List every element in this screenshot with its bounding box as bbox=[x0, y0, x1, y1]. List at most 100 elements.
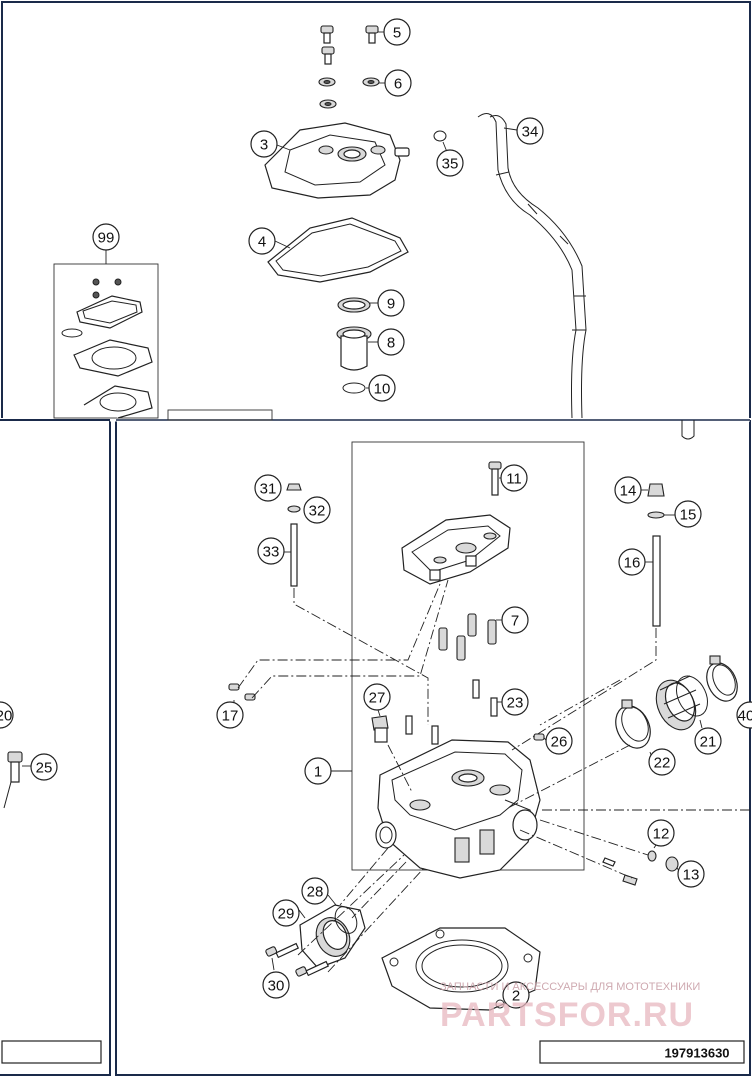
bolts-30 bbox=[265, 942, 330, 977]
callout-5: 5 bbox=[383, 18, 411, 46]
svg-text:30: 30 bbox=[268, 978, 285, 995]
hose-clamp-22 bbox=[615, 699, 653, 759]
studs-23 bbox=[405, 679, 502, 745]
callout-3: 3 bbox=[250, 130, 278, 158]
callout-10: 10 bbox=[368, 374, 396, 402]
callout-13: 13 bbox=[677, 860, 705, 888]
left-title-block bbox=[1, 1040, 102, 1064]
svg-text:ЗАПЧАСТИ И АКСЕССУАРЫ ДЛЯ МОТО: ЗАПЧАСТИ И АКСЕССУАРЫ ДЛЯ МОТОТЕХНИКИ bbox=[440, 981, 700, 993]
svg-text:PARTSFOR.RU: PARTSFOR.RU bbox=[440, 996, 694, 1034]
intake-boot-21 bbox=[655, 675, 708, 731]
callout-40: 40 bbox=[736, 701, 752, 729]
callout-9: 9 bbox=[377, 289, 405, 317]
callout-99: 99 bbox=[92, 223, 120, 251]
callout-33: 33 bbox=[257, 537, 285, 565]
document-number: 197913630 bbox=[664, 1046, 729, 1061]
watermark: ЗАПЧАСТИ И АКСЕССУАРЫ ДЛЯ МОТОТЕХНИКИ PA… bbox=[440, 981, 700, 1034]
nut-14 bbox=[641, 483, 665, 497]
svg-text:26: 26 bbox=[551, 734, 568, 751]
svg-text:35: 35 bbox=[442, 156, 459, 173]
svg-text:25: 25 bbox=[36, 760, 53, 777]
callout-35: 35 bbox=[436, 149, 464, 177]
callout-7: 7 bbox=[501, 606, 529, 634]
svg-text:10: 10 bbox=[374, 381, 391, 398]
bolt-5-group bbox=[320, 25, 384, 65]
svg-text:16: 16 bbox=[624, 555, 641, 572]
callout-21: 21 bbox=[694, 727, 722, 755]
callout-26: 26 bbox=[545, 727, 573, 755]
svg-text:31: 31 bbox=[260, 481, 277, 498]
seal-ring-9 bbox=[337, 297, 378, 313]
svg-text:32: 32 bbox=[309, 503, 326, 520]
bolt-11 bbox=[488, 461, 502, 496]
callout-32: 32 bbox=[303, 496, 331, 524]
svg-text:17: 17 bbox=[222, 708, 239, 725]
callout-17: 17 bbox=[216, 701, 244, 729]
stud-16 bbox=[645, 535, 661, 627]
stud-33 bbox=[284, 523, 298, 587]
svg-text:40: 40 bbox=[738, 708, 752, 725]
callout-31: 31 bbox=[254, 474, 282, 502]
valve-cover-3 bbox=[264, 122, 410, 199]
svg-text:15: 15 bbox=[680, 507, 697, 524]
intake-flange-28 bbox=[299, 894, 366, 969]
breather-hose-34 bbox=[477, 112, 587, 419]
svg-text:11: 11 bbox=[506, 471, 522, 488]
callout-29: 29 bbox=[272, 899, 300, 927]
valve-cover-gasket-4 bbox=[267, 217, 409, 283]
svg-text:22: 22 bbox=[654, 755, 671, 772]
camshaft-bearing-bridge bbox=[401, 514, 511, 585]
svg-text:20: 20 bbox=[0, 708, 12, 725]
svg-text:33: 33 bbox=[263, 544, 280, 561]
callout-23: 23 bbox=[501, 688, 529, 716]
callout-22: 22 bbox=[648, 748, 676, 776]
plug-27 bbox=[371, 709, 389, 743]
spark-plug-tube-8 bbox=[336, 326, 378, 371]
bolts-17 bbox=[228, 683, 256, 704]
svg-text:9: 9 bbox=[387, 296, 395, 313]
sensor-25 bbox=[3, 751, 31, 809]
callout-6: 6 bbox=[384, 69, 412, 97]
svg-text:34: 34 bbox=[522, 124, 539, 141]
svg-text:28: 28 bbox=[307, 884, 324, 901]
svg-text:8: 8 bbox=[387, 335, 395, 352]
callout-4: 4 bbox=[248, 227, 276, 255]
seal-washer-6-group bbox=[318, 77, 385, 109]
callout-8: 8 bbox=[377, 328, 405, 356]
callout-25: 25 bbox=[30, 753, 58, 781]
callout-16: 16 bbox=[618, 548, 646, 576]
washer-32 bbox=[287, 505, 301, 513]
valve-guides-7 bbox=[438, 613, 502, 661]
callout-14: 14 bbox=[614, 476, 642, 504]
gasket-set-99 bbox=[53, 250, 159, 419]
bolt-13 bbox=[665, 856, 681, 873]
hose-clamp-40 bbox=[706, 655, 738, 702]
screw-26 bbox=[533, 733, 547, 741]
callout-30: 30 bbox=[262, 971, 290, 999]
cylinder-head-1 bbox=[375, 739, 541, 879]
svg-text:5: 5 bbox=[393, 25, 401, 42]
svg-text:1: 1 bbox=[314, 764, 322, 781]
svg-text:12: 12 bbox=[653, 826, 670, 843]
washer-15 bbox=[647, 511, 675, 519]
hose-clip-35 bbox=[433, 130, 448, 153]
screws-12-13 bbox=[602, 857, 638, 886]
svg-text:2: 2 bbox=[512, 988, 520, 1005]
gasket-29 bbox=[298, 906, 358, 934]
svg-text:7: 7 bbox=[511, 613, 519, 630]
assembly-lines bbox=[237, 579, 750, 973]
svg-text:21: 21 bbox=[700, 734, 717, 751]
callout-11: 11 bbox=[500, 464, 528, 492]
nut-31 bbox=[286, 483, 302, 491]
svg-text:27: 27 bbox=[369, 690, 386, 707]
svg-text:23: 23 bbox=[507, 695, 524, 712]
callout-1: 1 bbox=[304, 757, 332, 785]
o-ring-10 bbox=[342, 382, 369, 394]
callout-28: 28 bbox=[301, 877, 329, 905]
svg-text:13: 13 bbox=[683, 867, 700, 884]
callout-27: 27 bbox=[363, 683, 391, 711]
callout-2: 2 bbox=[502, 981, 530, 1009]
svg-text:29: 29 bbox=[278, 906, 295, 923]
cylinder-head-gasket-2 bbox=[381, 927, 541, 1011]
